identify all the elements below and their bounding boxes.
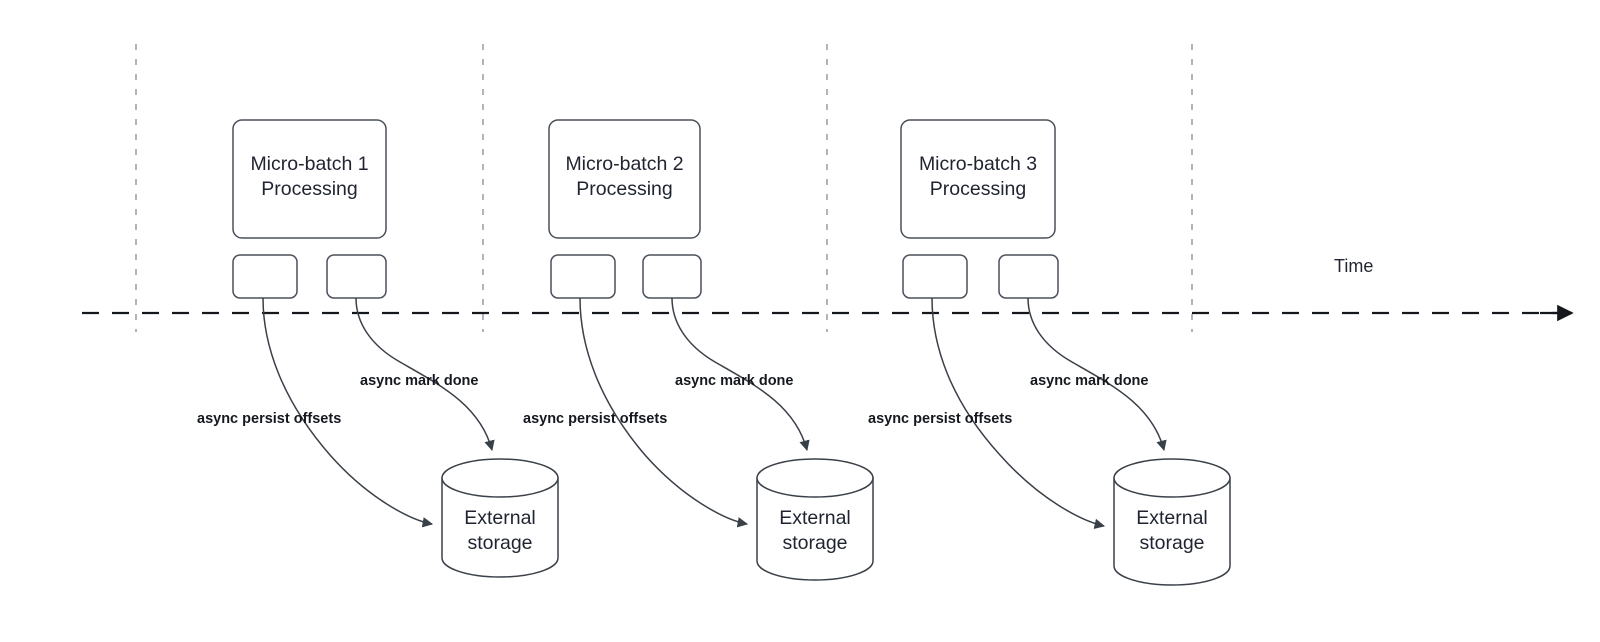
external-storage-cylinder-3[interactable]	[1113, 458, 1231, 586]
group-1-shapes	[232, 119, 559, 578]
task-box-2b[interactable]	[642, 254, 702, 299]
persist-arrow-1	[262, 297, 434, 528]
process-box-1[interactable]	[232, 119, 387, 239]
cylinder-body-2	[756, 477, 874, 581]
timeline-separators	[135, 44, 1193, 332]
process-box-3[interactable]	[900, 119, 1056, 239]
external-storage-cylinder-1[interactable]	[441, 458, 559, 578]
cylinder-top-2	[756, 458, 874, 498]
task-box-3a[interactable]	[902, 254, 968, 299]
persist-arrow-2	[579, 297, 749, 528]
cylinder-top-1	[441, 458, 559, 498]
mark-done-arrow-1	[355, 297, 495, 452]
process-box-2[interactable]	[548, 119, 701, 239]
task-box-1b[interactable]	[326, 254, 387, 299]
external-storage-cylinder-2[interactable]	[756, 458, 874, 581]
persist-arrow-3	[931, 297, 1106, 530]
group-2-shapes	[548, 119, 874, 581]
cylinder-top-3	[1113, 458, 1231, 498]
cylinder-body-1	[441, 477, 559, 578]
mark-done-arrow-2	[671, 297, 810, 452]
task-box-3b[interactable]	[998, 254, 1059, 299]
mark-done-arrow-3	[1027, 297, 1167, 452]
group-3-shapes	[900, 119, 1231, 586]
cylinder-body-3	[1113, 477, 1231, 586]
task-box-1a[interactable]	[232, 254, 298, 299]
task-box-2a[interactable]	[550, 254, 616, 299]
